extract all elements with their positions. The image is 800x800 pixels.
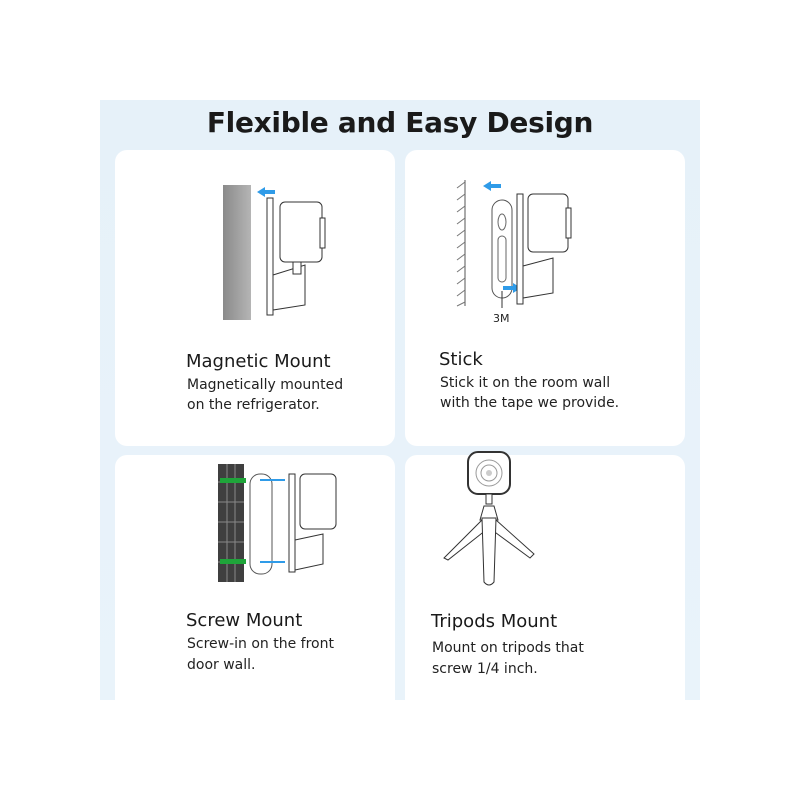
bottom-margin xyxy=(0,700,800,800)
card-description-line: door wall. xyxy=(187,657,256,673)
card-magnetic-mount xyxy=(115,150,395,446)
card-tripods-mount xyxy=(405,455,685,715)
card-description-line: with the tape we provide. xyxy=(440,395,620,411)
card-description-line: screw 1/4 inch. xyxy=(432,661,538,677)
card-description-line: Stick it on the room wall xyxy=(440,375,611,391)
card-description-line: Screw-in on the front xyxy=(187,636,334,652)
magnetic-mount-illustration xyxy=(223,185,326,320)
screw-mount-illustration xyxy=(218,464,337,582)
page-title: Flexible and Easy Design xyxy=(206,106,594,139)
card-title: Tripods Mount xyxy=(431,611,558,632)
card-description-line: Mount on tripods that xyxy=(432,640,584,656)
card-description-line: on the refrigerator. xyxy=(187,397,320,413)
card-description-line: Magnetically mounted xyxy=(187,377,344,393)
card-title: Screw Mount xyxy=(186,610,303,631)
tape-label-3m: 3M xyxy=(493,312,510,325)
stick-mount-illustration xyxy=(456,180,572,308)
card-title: Stick xyxy=(439,349,483,370)
tripod-mount-illustration xyxy=(443,451,535,586)
card-title: Magnetic Mount xyxy=(186,351,331,372)
